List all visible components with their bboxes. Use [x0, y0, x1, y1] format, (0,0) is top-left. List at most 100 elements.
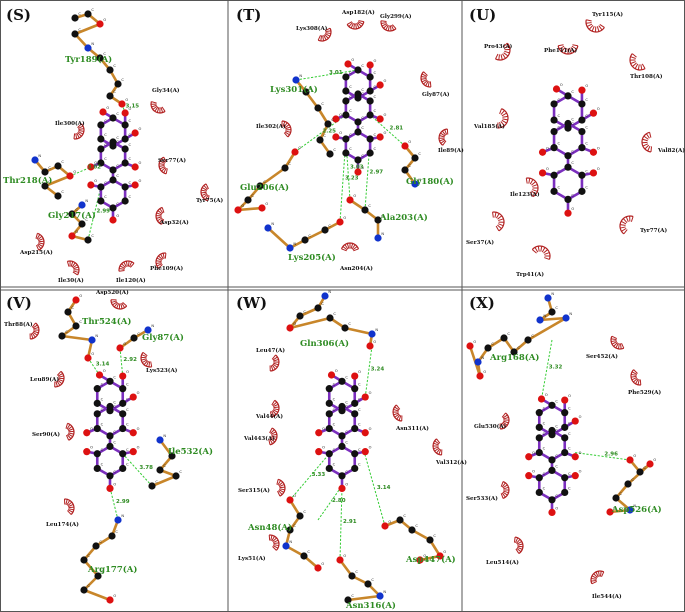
atom-label: C — [571, 150, 574, 154]
hydrophobic-spoke — [273, 542, 279, 545]
hydrophobic-spoke — [645, 133, 650, 139]
carbon-atom — [80, 556, 88, 564]
hbond-line — [87, 186, 102, 241]
atom-label: C — [361, 92, 364, 96]
hydrophobic-spoke — [165, 168, 168, 174]
atom-label: O — [113, 482, 116, 486]
atom-label: C — [104, 133, 107, 137]
hydrophobic-spoke — [559, 45, 565, 50]
carbon-atom — [578, 171, 586, 179]
hydrophobic-spoke — [611, 340, 617, 343]
hydrophobic-spoke — [501, 492, 506, 498]
hydrophobic-spoke — [591, 25, 595, 32]
carbon-atom — [325, 464, 333, 473]
carbon-atom — [156, 466, 164, 474]
atom-label: O — [374, 59, 377, 63]
hydrophobic-spoke — [271, 435, 277, 438]
atom-label: C — [104, 157, 107, 161]
hydrophobic-spoke — [66, 500, 71, 506]
hydrophobic-spoke — [156, 257, 163, 261]
atom-label: O — [75, 230, 78, 234]
hydrophobic-residue-label: Ile300(A) — [55, 120, 85, 127]
atom-label: O — [73, 170, 76, 174]
atom-label: C — [333, 312, 336, 316]
atom-label: C — [543, 432, 546, 436]
atom-label: O — [139, 179, 142, 183]
atom-label: N — [383, 590, 386, 594]
hydrophobic-spoke — [440, 139, 446, 144]
hydrophobic-spoke — [439, 135, 445, 138]
hydrophobic-spoke — [586, 22, 592, 24]
hydrophobic-spoke — [269, 438, 273, 445]
hydrophobic-contact-icon — [140, 351, 153, 368]
hydrophobic-spoke — [270, 411, 272, 417]
hydrophobic-spoke — [544, 252, 550, 255]
oxygen-atom — [258, 204, 266, 212]
carbon-atom — [97, 183, 105, 191]
hbond-distance-label: 2.97 — [370, 170, 384, 176]
hydrophobic-spoke — [595, 571, 599, 578]
carbon-atom — [316, 136, 324, 144]
hydrophobic-spoke — [200, 191, 207, 194]
atom-label: O — [137, 427, 140, 431]
hydrophobic-spoke — [389, 25, 392, 31]
hydrophobic-spoke — [277, 490, 281, 497]
oxygen-atom — [564, 209, 572, 217]
atom-label: C — [113, 90, 116, 94]
atom-label: C — [345, 430, 348, 434]
hydrophobic-residue-label: Val185(A) — [473, 123, 505, 130]
carbon-atom — [119, 450, 127, 458]
hydrophobic-contact-icon — [380, 20, 397, 32]
atom-label: O — [369, 391, 372, 395]
hydrophobic-spoke — [322, 35, 325, 41]
hydrophobic-spoke — [159, 166, 166, 170]
carbon-atom — [548, 308, 556, 316]
atom-label: C — [568, 421, 571, 425]
hydrophobic-spoke — [272, 537, 277, 543]
hydrophobic-spoke — [271, 364, 276, 370]
hydrophobic-spoke — [67, 433, 73, 438]
residue-label-asn48: Asn48(A) — [247, 522, 292, 533]
hydrophobic-spoke — [65, 435, 70, 441]
hydrophobic-contact-icon — [531, 245, 551, 260]
atom-label: C — [543, 447, 546, 451]
atom-label: N — [375, 328, 378, 332]
hydrophobic-spoke — [564, 48, 567, 54]
hydrophobic-spoke — [517, 546, 523, 550]
oxygen-atom — [366, 342, 374, 350]
hydrophobic-spoke — [36, 244, 42, 250]
atom-label: C — [129, 181, 132, 185]
bond — [258, 166, 287, 188]
atom-label: N — [151, 324, 154, 328]
oxygen-atom — [109, 216, 117, 224]
carbon-atom — [97, 135, 105, 143]
hydrophobic-contact-icon — [270, 399, 280, 418]
hydrophobic-spoke — [66, 434, 72, 440]
oxygen-atom — [589, 169, 598, 177]
hydrophobic-spoke — [598, 25, 603, 31]
hydrophobic-spoke — [497, 224, 502, 230]
hydrophobic-spoke — [444, 129, 448, 135]
hydrophobic-spoke — [30, 333, 34, 339]
carbon-atom — [535, 409, 543, 417]
atom-label: C — [568, 432, 571, 436]
atom-label: C — [116, 140, 119, 144]
bond — [266, 226, 292, 250]
carbon-atom — [561, 474, 569, 482]
hbond-distance-label: 2.92 — [123, 357, 137, 363]
hydrophobic-spoke — [205, 183, 209, 190]
atom-label: C — [308, 234, 311, 238]
hydrophobic-spoke — [141, 358, 147, 361]
atom-label: C — [116, 164, 119, 168]
atom-label: O — [384, 79, 387, 83]
hydrophobic-spoke — [531, 190, 536, 195]
atom-label: C — [358, 462, 361, 466]
hydrophobic-residue-label: Leu47(A) — [256, 347, 285, 354]
atom-label: C — [543, 407, 546, 411]
atom-label: C — [61, 160, 64, 164]
oxygen-atom — [476, 372, 484, 380]
atom-label: C — [355, 570, 358, 574]
hydrophobic-spoke — [427, 81, 430, 87]
bond — [236, 206, 264, 212]
atom-label: C — [585, 98, 588, 102]
